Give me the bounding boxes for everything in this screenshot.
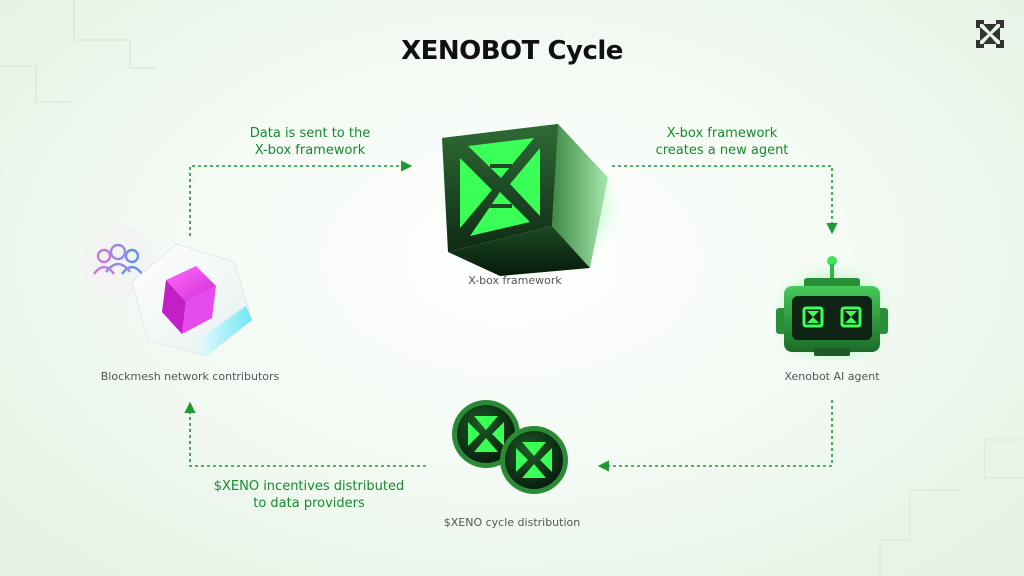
arrow-xbox-to-agent <box>612 165 838 235</box>
x-box-cube-icon <box>442 124 610 276</box>
xenobot-x-logo-icon <box>976 20 1004 48</box>
contributors-illustration <box>82 226 253 357</box>
xeno-coins-icon <box>452 400 568 494</box>
edge-label-line-2: X-box framework <box>254 143 366 158</box>
edge-label-line-1: X-box framework <box>666 126 778 141</box>
page-title: XENOBOT Cycle <box>401 36 623 66</box>
edge-label-line-1: $XENO incentives distributed <box>213 479 405 494</box>
coin-front <box>500 426 568 494</box>
users-icon <box>93 243 143 275</box>
edge-label-contributors-to-xbox: Data is sent to the X-box framework <box>222 125 398 159</box>
edge-label-distribution-to-contributors: $XENO incentives distributed to data pro… <box>200 478 418 512</box>
node-label-agent: Xenobot AI agent <box>784 370 880 383</box>
arrow-contributors-to-xbox <box>189 160 413 236</box>
edge-label-line-1: Data is sent to the <box>249 126 371 141</box>
magenta-cube-icon <box>162 266 216 334</box>
node-label-xbox: X-box framework <box>468 274 562 287</box>
arrow-agent-to-distribution <box>597 400 833 472</box>
arrow-distribution-to-contributors <box>184 401 426 467</box>
node-label-distribution: $XENO cycle distribution <box>443 516 581 529</box>
edge-label-line-2: creates a new agent <box>655 143 789 158</box>
edge-label-xbox-to-agent: X-box framework creates a new agent <box>630 125 814 159</box>
node-label-contributors: Blockmesh network contributors <box>100 370 280 383</box>
edge-label-line-2: to data providers <box>253 496 365 511</box>
robot-icon <box>776 256 888 358</box>
